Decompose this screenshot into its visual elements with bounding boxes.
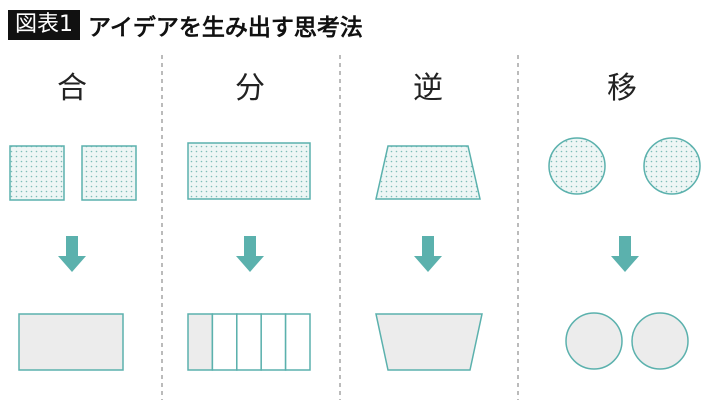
- combined-rect: [18, 313, 124, 371]
- square-before-left: [9, 145, 65, 201]
- column-label-divide: 分: [235, 71, 265, 106]
- trapezoid-reversed: [375, 313, 483, 371]
- column-label-reverse: 逆: [413, 71, 443, 106]
- square-before-right: [81, 145, 137, 201]
- figure-badge: 図表1: [8, 10, 80, 40]
- divided-rect: [187, 313, 311, 371]
- arrow-down-icon: [611, 236, 639, 272]
- trapezoid-before: [375, 145, 481, 200]
- arrow-down-icon: [236, 236, 264, 272]
- column-label-move: 移: [607, 71, 637, 106]
- arrow-down-icon: [414, 236, 442, 272]
- figure-heading: アイデアを生み出す思考法: [88, 15, 363, 41]
- figure-title: 図表1 アイデアを生み出す思考法: [8, 8, 363, 42]
- circle-after-right: [631, 312, 689, 370]
- circle-after-left: [565, 312, 623, 370]
- column-label-combine: 合: [57, 71, 87, 106]
- arrow-down-icon: [58, 236, 86, 272]
- rect-before: [187, 142, 311, 200]
- circle-before-right: [643, 137, 701, 195]
- column-dividers: [161, 55, 519, 400]
- circle-before-left: [548, 137, 606, 195]
